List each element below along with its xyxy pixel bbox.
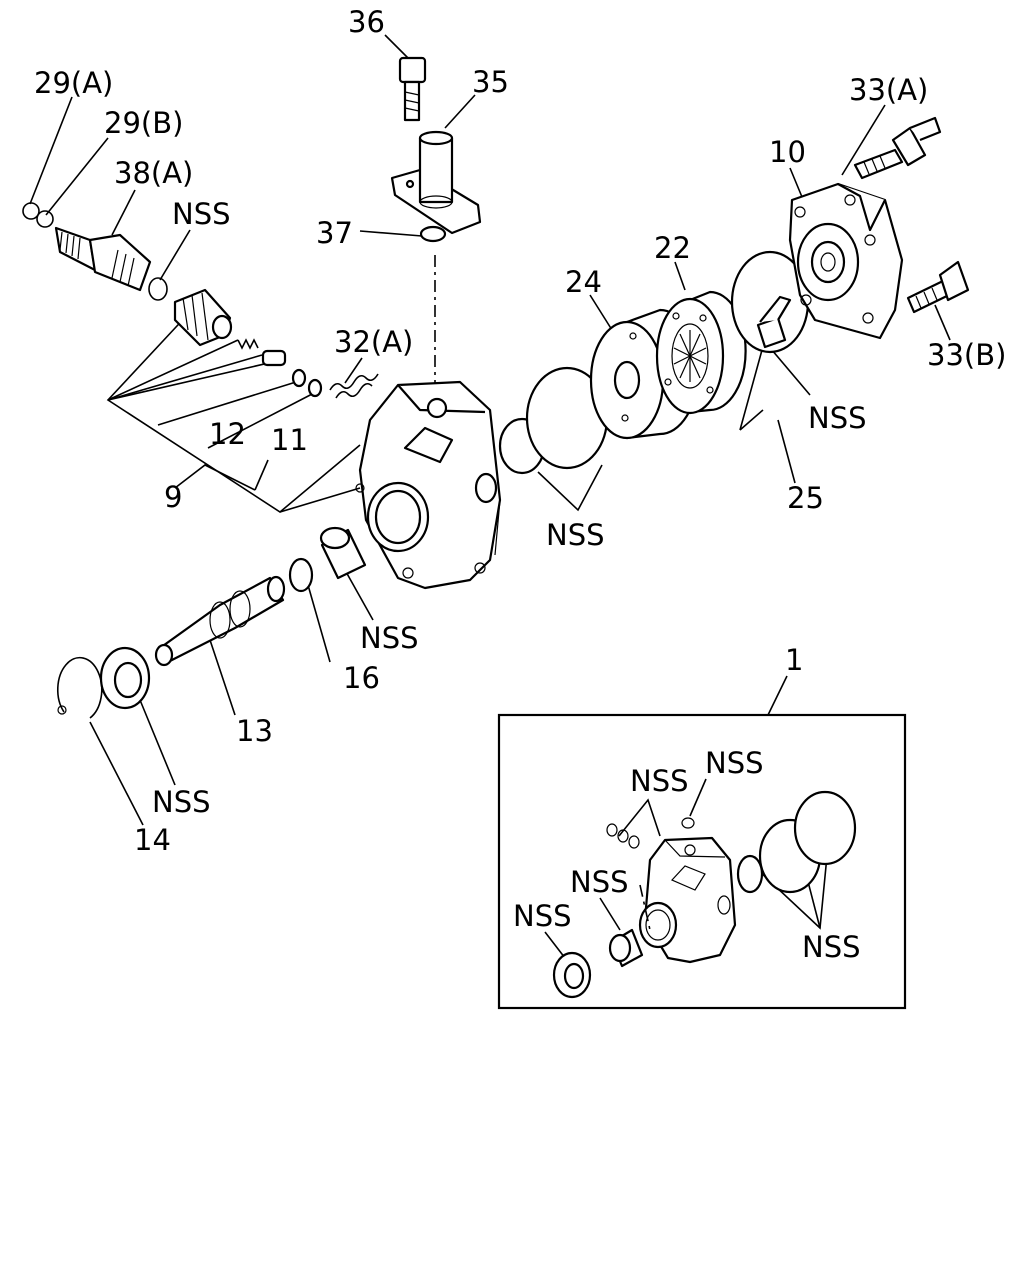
part-16-ring[interactable]	[288, 557, 314, 593]
label-12[interactable]: 12	[209, 417, 246, 451]
kit-label-nss-orings-small[interactable]: NSS	[630, 764, 689, 798]
part-spool-valve[interactable]	[173, 288, 233, 347]
part-oil-seal[interactable]	[99, 646, 151, 710]
label-25[interactable]: 25	[787, 481, 824, 515]
kit-label-nss-bushing[interactable]: NSS	[570, 865, 629, 899]
label-14[interactable]: 14	[134, 823, 171, 857]
part-12-ring[interactable]	[291, 368, 307, 388]
label-nss-gasket[interactable]: NSS	[808, 401, 867, 435]
part-33a-bolt[interactable]	[853, 116, 942, 180]
label-1[interactable]: 1	[785, 643, 803, 677]
part-32a-spring[interactable]	[329, 373, 379, 399]
kit-part-top-oring[interactable]	[681, 817, 695, 829]
label-22[interactable]: 22	[654, 231, 691, 265]
kit-label-nss-oring-top[interactable]: NSS	[705, 746, 764, 780]
kit-label-nss-seal[interactable]: NSS	[513, 899, 572, 933]
kit-part-small-oring-right[interactable]	[736, 854, 764, 894]
part-pump-body[interactable]	[355, 380, 502, 590]
label-16[interactable]: 16	[343, 661, 380, 695]
part-plunger[interactable]	[261, 349, 287, 367]
label-nss-orings[interactable]: NSS	[546, 518, 605, 552]
label-nss-seal[interactable]: NSS	[152, 785, 211, 819]
kit-part-small-orings[interactable]	[606, 823, 640, 849]
label-13[interactable]: 13	[236, 714, 273, 748]
part-25-pin[interactable]	[756, 295, 792, 349]
part-11-ring[interactable]	[307, 378, 323, 398]
part-37-oring[interactable]	[419, 225, 447, 243]
kit-inset-box	[497, 713, 907, 1010]
part-29b-oring[interactable]	[36, 210, 54, 228]
label-9[interactable]: 9	[164, 480, 182, 514]
part-14-snap-ring[interactable]	[56, 656, 103, 719]
kit-part-pump-body[interactable]	[638, 836, 737, 964]
part-bushing[interactable]	[319, 526, 367, 580]
part-38a-connector[interactable]	[54, 226, 152, 292]
kit-part-large-orings[interactable]	[758, 790, 857, 894]
part-valve-oring[interactable]	[148, 277, 168, 301]
kit-part-bushing[interactable]	[608, 928, 644, 968]
label-36[interactable]: 36	[348, 5, 385, 39]
label-37[interactable]: 37	[316, 216, 353, 250]
part-13-shaft[interactable]	[154, 575, 286, 667]
label-10[interactable]: 10	[769, 135, 806, 169]
part-labels: 29(A) 29(B) 38(A) NSS 36 35 37 32(A) 12 …	[34, 5, 1006, 964]
label-29b[interactable]: 29(B)	[104, 106, 183, 140]
part-22-rotor[interactable]	[655, 290, 747, 415]
part-10-cover[interactable]	[788, 182, 904, 340]
label-35[interactable]: 35	[472, 65, 509, 99]
label-nss-valve[interactable]: NSS	[172, 197, 231, 231]
part-29a-oring[interactable]	[22, 202, 40, 220]
label-24[interactable]: 24	[565, 265, 602, 299]
label-38a[interactable]: 38(A)	[114, 156, 193, 190]
label-33b[interactable]: 33(B)	[927, 338, 1006, 372]
kit-label-nss-orings-large[interactable]: NSS	[802, 930, 861, 964]
part-33b-bolt[interactable]	[906, 260, 970, 314]
label-33a[interactable]: 33(A)	[849, 73, 928, 107]
label-11[interactable]: 11	[271, 423, 308, 457]
label-29a[interactable]: 29(A)	[34, 66, 113, 100]
leader-lines	[29, 34, 951, 959]
part-35-fitting[interactable]	[390, 130, 482, 235]
label-nss-bushing[interactable]: NSS	[360, 621, 419, 655]
label-32a[interactable]: 32(A)	[334, 325, 413, 359]
kit-part-oil-seal[interactable]	[552, 951, 592, 999]
part-36-bolt[interactable]	[398, 56, 427, 122]
part-spring-small[interactable]	[237, 338, 259, 350]
